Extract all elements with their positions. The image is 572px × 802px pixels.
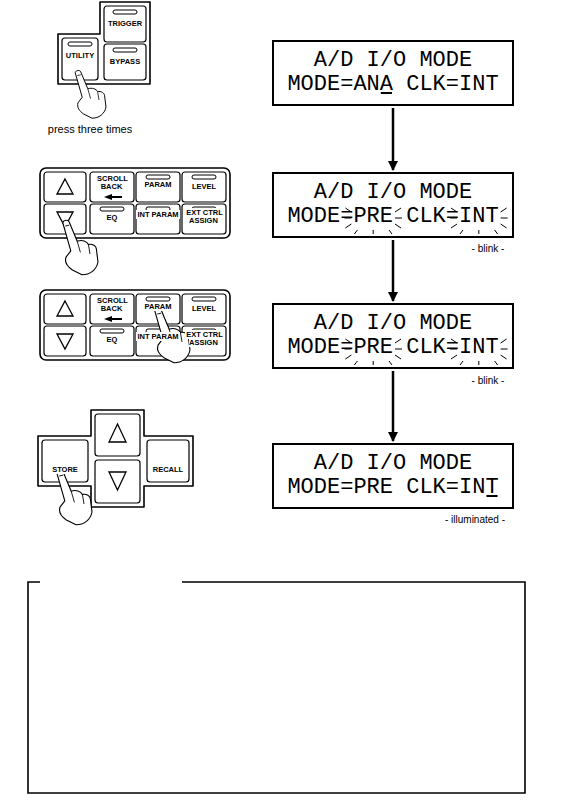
blink-ray <box>344 349 351 350</box>
blink-ray <box>501 218 508 219</box>
button-label-text: PARAM <box>144 180 173 189</box>
button-label-text: EXT CTRL ASSIGN <box>185 208 223 225</box>
blink-ray <box>344 218 351 219</box>
blink-ray <box>501 208 507 212</box>
button-label-text: EXT CTRL ASSIGN <box>185 330 223 347</box>
flow-arrow <box>392 240 395 301</box>
button-label-text: EQ <box>106 335 119 344</box>
display-value: MODE=ANA CLK=INT <box>284 73 502 97</box>
button-label: LEVEL <box>182 183 226 191</box>
lcd-display: A/D I/O MODEMODE=PRE CLK=INT <box>272 303 514 369</box>
button-label: EQ <box>90 336 134 344</box>
button-label-text: SCROLL BACK <box>96 296 128 313</box>
button-label: SCROLL BACK <box>90 297 134 313</box>
blink-ray <box>501 349 508 350</box>
blink-ray <box>460 361 463 365</box>
note-text: press three times <box>47 123 133 135</box>
button-label-text: RECALL <box>152 465 184 474</box>
note-text: - blink - <box>471 243 506 254</box>
button-label: EXT CTRL ASSIGN <box>182 331 226 347</box>
button-label-text: PARAM <box>144 302 173 311</box>
lcd-display: A/D I/O MODEMODE=PRE CLK=INT <box>272 172 514 238</box>
button-label-text: LEVEL <box>191 304 217 313</box>
note-text: - blink - <box>471 375 506 386</box>
flow-arrow <box>392 108 395 170</box>
button-label: TRIGGER <box>104 20 146 28</box>
blink-ray <box>450 349 457 350</box>
button-label-text: INT PARAM <box>136 210 179 219</box>
button-label-text: UTILITY <box>65 51 95 60</box>
blink-ray <box>478 361 479 365</box>
blink-ray <box>451 355 457 359</box>
blink-ray <box>395 355 401 359</box>
blink-ray <box>345 224 351 228</box>
blink-ray <box>373 361 374 365</box>
button-label: EXT CTRL ASSIGN <box>182 209 226 225</box>
blink-ray <box>450 218 457 219</box>
button-label-text: EQ <box>106 213 119 222</box>
button-label-text: SCROLL BACK <box>96 174 128 191</box>
blink-ray <box>451 208 457 212</box>
caption-note: - blink - <box>448 376 528 387</box>
display-value: MODE=PRE CLK=INT <box>284 205 502 229</box>
caption-note: - blink - <box>448 244 528 255</box>
display-heading: A/D I/O MODE <box>284 181 502 205</box>
button-label: UTILITY <box>62 52 98 60</box>
blink-ray <box>395 339 401 343</box>
display-value: MODE=PRE CLK=INT <box>284 336 502 360</box>
button-label: PARAM <box>136 303 180 311</box>
button-label-text: BYPASS <box>109 57 141 66</box>
blink-ray <box>451 224 457 228</box>
blink-ray <box>389 230 392 234</box>
display-heading: A/D I/O MODE <box>284 312 502 336</box>
blink-ray <box>354 361 357 365</box>
display-value: MODE=PRE CLK=INT <box>284 476 502 500</box>
blink-ray <box>495 230 498 234</box>
caption-note: - illuminated - <box>420 515 530 526</box>
button-label: LEVEL <box>182 305 226 313</box>
blink-ray <box>460 230 463 234</box>
blink-ray <box>501 339 507 343</box>
button-label: SCROLL BACK <box>90 175 134 191</box>
blink-ray <box>478 230 479 234</box>
button-label: EQ <box>90 214 134 222</box>
blink-ray <box>395 218 402 219</box>
note-text: - illuminated - <box>444 514 506 525</box>
blink-ray <box>395 224 401 228</box>
blink-ray <box>345 208 351 212</box>
display-heading: A/D I/O MODE <box>284 452 502 476</box>
lcd-display: A/D I/O MODEMODE=PRE CLK=INT <box>272 443 514 509</box>
button-label: INT PARAM <box>136 333 180 341</box>
button-label-text: LEVEL <box>191 182 217 191</box>
lcd-display: A/D I/O MODEMODE=ANA CLK=INT <box>272 40 514 106</box>
button-label: INT PARAM <box>136 211 180 219</box>
flow-arrow <box>392 371 395 441</box>
button-label-text: INT PARAM <box>136 332 179 341</box>
blink-ray <box>373 230 374 234</box>
blink-ray <box>501 224 507 228</box>
caption-note: press three times <box>20 124 160 136</box>
blink-ray <box>395 349 402 350</box>
cursor-underline <box>381 92 392 94</box>
blink-ray <box>345 339 351 343</box>
blink-ray <box>354 230 357 234</box>
blink-ray <box>451 339 457 343</box>
blink-ray <box>501 355 507 359</box>
cursor-underline <box>486 495 497 497</box>
blink-ray <box>345 355 351 359</box>
display-heading: A/D I/O MODE <box>284 49 502 73</box>
button-label-text: TRIGGER <box>107 19 143 28</box>
blink-ray <box>389 361 392 365</box>
button-label: STORE <box>42 466 88 474</box>
button-label: RECALL <box>147 466 189 474</box>
button-label-text: STORE <box>51 465 79 474</box>
blink-ray <box>495 361 498 365</box>
button-label: PARAM <box>136 181 180 189</box>
button-label: BYPASS <box>104 58 146 66</box>
blink-ray <box>395 208 401 212</box>
